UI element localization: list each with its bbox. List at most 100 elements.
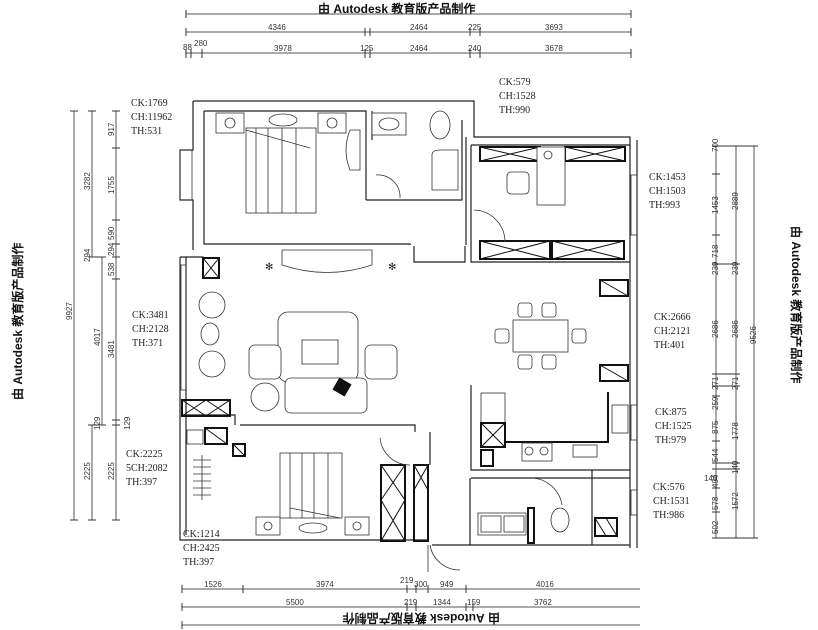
dim-right-in-9: 544 (711, 448, 720, 462)
dim-right-in-4: 239 (711, 261, 720, 275)
second-bedroom-furniture (186, 427, 461, 572)
dim-right-mid-4: 271 (731, 376, 740, 390)
dim-right-mid-7: 1572 (731, 492, 740, 510)
dim-right-in-7: 259 (711, 396, 720, 410)
dim-bot2-4: 159 (467, 598, 481, 607)
dim-bot-6: 4016 (536, 580, 554, 589)
svg-text:TH:986: TH:986 (653, 510, 684, 521)
svg-text:CK:1769: CK:1769 (131, 98, 168, 109)
room-label-living-room: CK:3481 CH:2128 TH:371 (132, 310, 169, 349)
dim-top2-2: 280 (194, 39, 208, 48)
svg-text:CK:579: CK:579 (499, 77, 531, 88)
svg-text:CH:11962: CH:11962 (131, 112, 172, 123)
plant-icon: ✻ (388, 262, 396, 273)
svg-text:CK:576: CK:576 (653, 482, 685, 493)
dim-left-mid-4: 129 (93, 416, 102, 430)
dim-top2-6: 240 (468, 44, 482, 53)
dim-top-4: 3693 (545, 23, 563, 32)
svg-text:CK:1214: CK:1214 (183, 529, 220, 540)
top-dimension-lines (185, 10, 632, 58)
dim-right-in-10: 140 (704, 474, 718, 483)
dim-right-in-13: 502 (711, 520, 720, 534)
dim-left-in-5: 538 (107, 262, 116, 276)
dim-left-in-3: 590 (107, 226, 116, 240)
right-title: 由 Autodesk 教育版产品制作 (789, 226, 804, 383)
dim-right-mid-6: 140 (731, 460, 740, 474)
svg-text:TH:979: TH:979 (655, 435, 686, 446)
svg-text:TH:401: TH:401 (654, 340, 685, 351)
svg-text:TH:397: TH:397 (126, 477, 157, 488)
dim-left-outer: 9927 (65, 302, 74, 320)
dim-bot2-3: 1344 (433, 598, 451, 607)
dim-top-3: 225 (468, 23, 482, 32)
svg-text:CK:875: CK:875 (655, 407, 687, 418)
dim-right-in-1: 700 (711, 138, 720, 152)
walls (179, 100, 638, 548)
dim-top2-1: 88 (183, 43, 192, 52)
dim-left-mid-2: 294 (83, 248, 92, 262)
dim-top-2: 2464 (410, 23, 428, 32)
svg-text:CH:2128: CH:2128 (132, 324, 169, 335)
dim-right-outer: 9526 (749, 326, 758, 344)
dim-right-in-5: 2686 (711, 320, 720, 338)
dim-bot-3: 219 (400, 576, 414, 585)
svg-text:CH:1528: CH:1528 (499, 91, 536, 102)
dim-top2-3: 3978 (274, 44, 292, 53)
room-label-balcony: CK:1214 CH:2425 TH:397 (183, 529, 220, 568)
top-title: 由 Autodesk 教育版产品制作 (318, 1, 475, 16)
svg-text:CK:2225: CK:2225 (126, 449, 163, 460)
dim-bot-1: 1526 (204, 580, 222, 589)
svg-text:CH:2121: CH:2121 (654, 326, 691, 337)
dim-bot2-5: 3762 (534, 598, 552, 607)
svg-text:CK:2666: CK:2666 (654, 312, 691, 323)
svg-text:CH:1503: CH:1503 (649, 186, 686, 197)
dim-left-in-6: 3481 (107, 340, 116, 358)
dim-left-mid-1: 3282 (83, 172, 92, 190)
room-label-master-bedroom: CK:1769 CH:11962 TH:531 (131, 98, 172, 137)
svg-text:CH:2425: CH:2425 (183, 543, 220, 554)
dim-left-mid-5: 2225 (83, 462, 92, 480)
svg-text:TH:371: TH:371 (132, 338, 163, 349)
clothes-rack (193, 455, 211, 500)
dim-left-mid-3: 4017 (93, 328, 102, 346)
dim-bot2-2: 219 (404, 598, 418, 607)
dim-left-in-7: 129 (123, 416, 132, 430)
study-furniture (473, 146, 626, 260)
dim-bot2-1: 5500 (286, 598, 304, 607)
bottom-dimension-lines (181, 585, 640, 629)
dim-right-mid-2: 239 (731, 261, 740, 275)
dim-right-mid-1: 2889 (731, 192, 740, 210)
room-label-second-bathroom: CK:576 CH:1531 TH:986 (653, 482, 690, 521)
dim-bot-4: 300 (414, 580, 428, 589)
room-label-dining-room: CK:2666 CH:2121 TH:401 (654, 312, 691, 351)
dim-top-1: 4346 (268, 23, 286, 32)
dim-top2-4: 125 (360, 44, 374, 53)
svg-text:CH:1525: CH:1525 (655, 421, 692, 432)
dim-right-mid-5: 1778 (731, 422, 740, 440)
dim-top2-5: 2464 (410, 44, 428, 53)
master-wardrobe-curved (345, 129, 361, 171)
windows (179, 149, 638, 516)
bottom-title: 由 Autodesk 教育版产品制作 (343, 611, 500, 626)
second-bathroom-fixtures (477, 477, 618, 544)
dining-table (494, 279, 629, 382)
dim-right-in-3: 718 (711, 244, 720, 258)
dim-left-in-1: 917 (107, 122, 116, 136)
dim-right-in-12: 578 (711, 496, 720, 510)
svg-text:CK:1453: CK:1453 (649, 172, 686, 183)
dim-left-in-2: 1755 (107, 176, 116, 194)
svg-text:CK:3481: CK:3481 (132, 310, 169, 321)
svg-text:TH:531: TH:531 (131, 126, 162, 137)
living-cabinets (181, 257, 231, 417)
left-dimension-lines (70, 110, 120, 521)
plant-icon: ✻ (265, 262, 273, 273)
dim-right-in-11: 494 (711, 474, 720, 488)
dim-right-in-6: 271 (711, 376, 720, 390)
svg-text:TH:993: TH:993 (649, 200, 680, 211)
right-dimension-lines (712, 145, 758, 539)
room-label-bathroom: CK:579 CH:1528 TH:990 (499, 77, 536, 116)
master-bed (215, 112, 347, 214)
dim-top2-7: 3678 (545, 44, 563, 53)
dim-left-in-8: 2225 (107, 462, 116, 480)
